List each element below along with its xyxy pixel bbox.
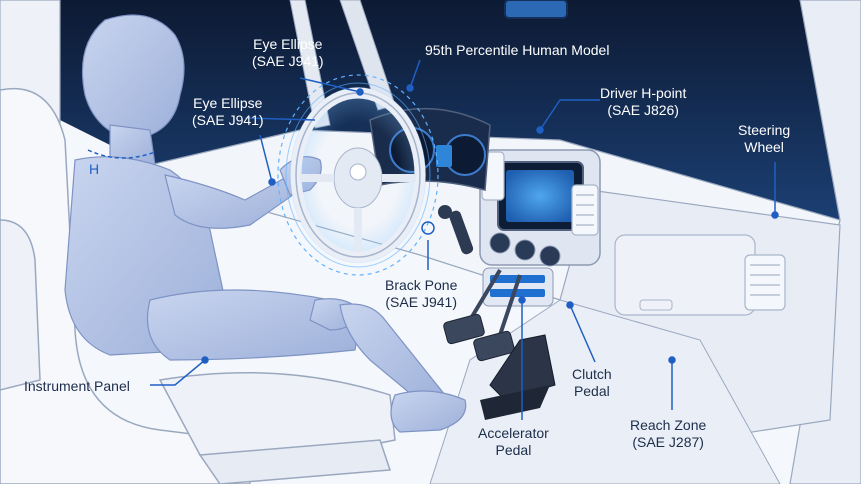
human-model [64, 14, 467, 433]
label-h-marker: H [89, 161, 100, 177]
label-eye-ellipse-top: Eye Ellipse (SAE J941) [252, 36, 324, 69]
label-instrument-panel: Instrument Panel [24, 378, 130, 394]
leader-lines [150, 59, 779, 420]
label-eye-ellipse-left: Eye Ellipse (SAE J941) [192, 95, 264, 128]
label-clutch-pedal: Clutch Pedal [572, 366, 612, 399]
clutch-pedal-shape [473, 330, 515, 362]
windshield [60, 0, 840, 220]
label-driver-h-point: Driver H-point (SAE J826) [600, 85, 687, 118]
label-accelerator-pedal: Accelerator Pedal [478, 425, 549, 458]
steering-wheel [277, 74, 439, 276]
label-brack-pone: Brack Pone (SAE J941) [385, 277, 458, 310]
label-reach-zone: Reach Zone (SAE J287) [630, 417, 707, 450]
center-console [438, 149, 601, 307]
label-steering-wheel: Steering Wheel [738, 122, 791, 155]
driver-seat [0, 87, 396, 484]
label-human-model: 95th Percentile Human Model [425, 42, 610, 58]
infotainment-screen [506, 170, 574, 222]
brake-pedal [443, 313, 485, 345]
